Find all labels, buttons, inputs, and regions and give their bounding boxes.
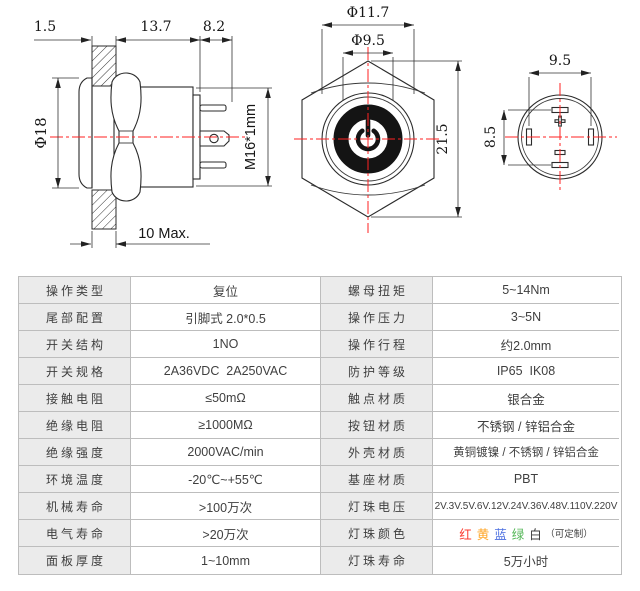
dim-body-length-label: 13.7 <box>140 19 171 35</box>
dim-panel-thickness-label: 1.5 <box>34 19 56 35</box>
spec-value: 3~5N <box>433 304 619 331</box>
led-color-blue: 蓝 <box>494 527 507 542</box>
side-view-drawing: 1.5 13.7 8.2 Φ18 M16*1mm 10 Max. <box>32 19 272 248</box>
dim-height-label: 21.5 <box>435 123 451 154</box>
spec-label: 环境温度 <box>19 466 131 493</box>
spec-value: 引脚式 2.0*0.5 <box>131 304 321 331</box>
spec-value: 黄铜镀镍 / 不锈钢 / 锌铝合金 <box>433 439 619 466</box>
spec-label: 电气寿命 <box>19 520 131 547</box>
dim-thread-label: M16*1mm <box>243 104 259 170</box>
spec-label: 螺母扭矩 <box>321 277 433 304</box>
spec-value: 2V.3V.5V.6V.12V.24V.36V.48V.110V.220V <box>433 493 619 520</box>
spec-value: 复位 <box>131 277 321 304</box>
dim-pin-length-label: 8.2 <box>203 19 225 35</box>
spec-label: 开关结构 <box>19 331 131 358</box>
spec-value: 5~14Nm <box>433 277 619 304</box>
spec-label: 开关规格 <box>19 358 131 385</box>
pin-hole <box>209 133 219 144</box>
spec-label: 接触电阻 <box>19 385 131 412</box>
spec-label: 操作行程 <box>321 331 433 358</box>
led-color-options: 红 黄 蓝 绿 白 （可定制） <box>433 520 619 547</box>
spec-label: 按钮材质 <box>321 412 433 439</box>
technical-drawings: 1.5 13.7 8.2 Φ18 M16*1mm 10 Max. <box>32 5 617 248</box>
spec-value: 不锈钢 / 锌铝合金 <box>433 412 619 439</box>
pin-bottom <box>199 161 227 169</box>
dim-outer-diameter-label: Φ11.7 <box>347 5 390 21</box>
spec-label: 绝缘强度 <box>19 439 131 466</box>
spec-label: 操作类型 <box>19 277 131 304</box>
dim-face-diameter-label: Φ9.5 <box>351 33 385 49</box>
spec-label: 灯珠寿命 <box>321 547 433 574</box>
spec-value: >100万次 <box>131 493 321 520</box>
spec-label: 防护等级 <box>321 358 433 385</box>
spec-label: 操作压力 <box>321 304 433 331</box>
rear-view-drawing: 9.5 8.5 <box>483 53 617 193</box>
spec-value: PBT <box>433 466 619 493</box>
front-view-drawing: Φ11.7 Φ9.5 21.5 <box>294 5 462 233</box>
led-color-yellow: 黄 <box>476 527 490 542</box>
dim-pin-pitch-v-label: 8.5 <box>483 126 499 148</box>
spec-value: -20℃~+55℃ <box>131 466 321 493</box>
dim-head-diameter-label: Φ18 <box>32 117 50 148</box>
spec-value: 5万小时 <box>433 547 619 574</box>
panel-hatch-top <box>91 45 117 87</box>
spec-label: 面板厚度 <box>19 547 131 574</box>
spec-value: IP65 IK08 <box>433 358 619 385</box>
nut-chamfer-arc <box>310 82 426 94</box>
panel-hatch-bottom <box>91 189 117 230</box>
spec-label: 触点材质 <box>321 385 433 412</box>
spec-value: ≤50mΩ <box>131 385 321 412</box>
spec-label: 机械寿命 <box>19 493 131 520</box>
spec-value: 2A36VDC 2A250VAC <box>131 358 321 385</box>
spec-value: 银合金 <box>433 385 619 412</box>
dim-pin-pitch-h-label: 9.5 <box>549 53 571 69</box>
led-color-red: 红 <box>459 527 472 542</box>
dim-panel-max-label: 10 Max. <box>138 226 190 242</box>
spec-value: 2000VAC/min <box>131 439 321 466</box>
led-color-white: 白 <box>529 527 542 542</box>
spec-value: 1~10mm <box>131 547 321 574</box>
pin-middle <box>199 130 230 147</box>
spec-table: 操作类型 复位 螺母扭矩 5~14Nm 尾部配置 引脚式 2.0*0.5 操作压… <box>18 276 622 575</box>
spec-value: 约2.0mm <box>433 331 619 358</box>
spec-label: 外壳材质 <box>321 439 433 466</box>
spec-label: 绝缘电阻 <box>19 412 131 439</box>
spec-value: >20万次 <box>131 520 321 547</box>
nut-chamfer-arc <box>310 184 426 196</box>
led-color-note: （可定制） <box>545 529 593 540</box>
button-head <box>78 77 93 189</box>
spec-label: 尾部配置 <box>19 304 131 331</box>
pin-top <box>199 104 227 112</box>
spec-label: 灯珠颜色 <box>321 520 433 547</box>
led-color-green: 绿 <box>511 527 525 542</box>
spec-value: 1NO <box>131 331 321 358</box>
spec-label: 基座材质 <box>321 466 433 493</box>
spec-label: 灯珠电压 <box>321 493 433 520</box>
spec-value: ≥1000MΩ <box>131 412 321 439</box>
